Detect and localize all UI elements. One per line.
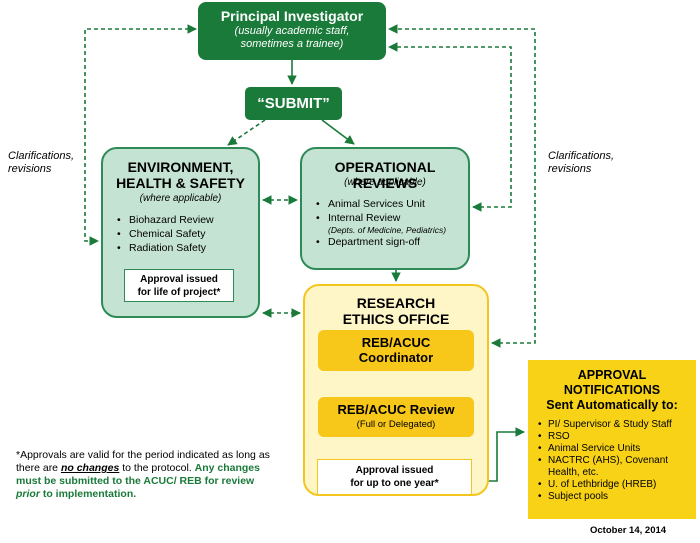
list-item: Internal Review(Depts. of Medicine, Pedi… xyxy=(316,211,446,235)
ehs-list: Biohazard Review Chemical Safety Radiati… xyxy=(117,213,214,255)
notifications-title-1: APPROVAL xyxy=(577,368,647,382)
footnote-green-1: Any changes must be submitted to the ACU… xyxy=(16,462,260,487)
pi-title: Principal Investigator xyxy=(220,8,364,24)
right-label-line-2: revisions xyxy=(548,163,592,175)
list-item: Department sign-off xyxy=(316,235,446,249)
right-label-line-1: Clarifications, xyxy=(548,150,615,162)
ehs-approval-box: Approval issued for life of project* xyxy=(124,269,234,302)
notifications-title-3: Sent Automatically to: xyxy=(546,398,678,412)
arrow-submit-to-ops xyxy=(321,119,355,145)
approval-notifications-box: APPROVAL NOTIFICATIONS Sent Automaticall… xyxy=(528,360,696,519)
review-sub: (Full or Delegated) xyxy=(356,419,436,430)
left-clarifications-label: Clarifications, revisions xyxy=(8,150,74,176)
arrow-submit-to-ehs xyxy=(227,119,266,146)
footnote-green-2: to implementation. xyxy=(39,488,137,500)
review-title: REB/ACUC Review xyxy=(337,402,455,417)
reo-title-1: RESEARCH xyxy=(356,295,436,311)
pi-subtitle-1: (usually academic staff, xyxy=(234,25,350,37)
left-label-line-1: Clarifications, xyxy=(8,150,75,162)
footnote-prior: prior xyxy=(16,488,40,500)
footnote-no-changes: no changes xyxy=(60,462,120,474)
submit-box: “SUBMIT” xyxy=(245,87,342,120)
left-clarification-loop xyxy=(84,24,197,246)
ehs-approval-line-1: Approval issued xyxy=(140,274,218,285)
operational-reviews-panel: OPERATIONAL REVIEWS (where applicable) A… xyxy=(300,147,470,270)
ehs-title-2: HEALTH & SAFETY xyxy=(116,175,245,191)
ops-note: (where applicable) xyxy=(344,177,426,188)
footnote-part-1: *Approvals are valid for the period indi… xyxy=(16,449,270,474)
document-date: October 14, 2014 xyxy=(590,525,667,536)
list-item: Chemical Safety xyxy=(117,227,214,241)
ehs-note: (where applicable) xyxy=(139,193,222,204)
reo-approval-line-2: for up to one year* xyxy=(350,478,439,489)
approval-footnote: *Approvals are valid for the period indi… xyxy=(16,449,276,501)
list-item: PI/ Supervisor & Study Staff xyxy=(538,419,696,431)
ehs-title-1: ENVIRONMENT, xyxy=(127,159,234,175)
notifications-title-2: NOTIFICATIONS xyxy=(563,383,661,397)
list-item: Biohazard Review xyxy=(117,213,214,227)
list-item: Radiation Safety xyxy=(117,241,214,255)
list-item: NACTRC (AHS), Covenant Health, etc. xyxy=(538,455,696,479)
left-label-line-2: revisions xyxy=(8,163,52,175)
ops-item-2-sub: (Depts. of Medicine, Pediatrics) xyxy=(328,225,447,235)
ops-list: Animal Services Unit Internal Review(Dep… xyxy=(316,197,446,249)
coordinator-line-2: Coordinator xyxy=(358,350,434,365)
pi-subtitle-2: sometimes a trainee) xyxy=(240,38,344,50)
coordinator-line-1: REB/ACUC xyxy=(361,335,431,350)
list-item: RSO xyxy=(538,431,696,443)
list-item: Animal Services Unit xyxy=(316,197,446,211)
list-item: Animal Service Units xyxy=(538,443,696,455)
reo-approval-box: Approval issued for up to one year* xyxy=(317,459,472,495)
reo-title-2: ETHICS OFFICE xyxy=(342,311,450,327)
review-box: REB/ACUC Review (Full or Delegated) xyxy=(318,397,474,437)
principal-investigator-box: Principal Investigator (usually academic… xyxy=(198,2,386,60)
ops-item-2: Internal Review xyxy=(328,212,401,224)
right-clarifications-label: Clarifications, revisions xyxy=(548,150,614,176)
notifications-title: APPROVAL NOTIFICATIONS Sent Automaticall… xyxy=(528,368,696,413)
ops-title: OPERATIONAL REVIEWS xyxy=(334,159,436,191)
list-item: U. of Lethbridge (HREB) xyxy=(538,479,696,491)
footnote-part-2: to the protocol. xyxy=(119,462,195,474)
coordinator-box: REB/ACUC Coordinator xyxy=(318,330,474,371)
right-clarification-loop-reo xyxy=(388,24,536,348)
list-item: Subject pools xyxy=(538,491,696,503)
reo-approval-line-1: Approval issued xyxy=(355,465,434,476)
ehs-approval-line-2: for life of project* xyxy=(137,287,221,298)
notifications-list: PI/ Supervisor & Study Staff RSO Animal … xyxy=(538,419,696,503)
